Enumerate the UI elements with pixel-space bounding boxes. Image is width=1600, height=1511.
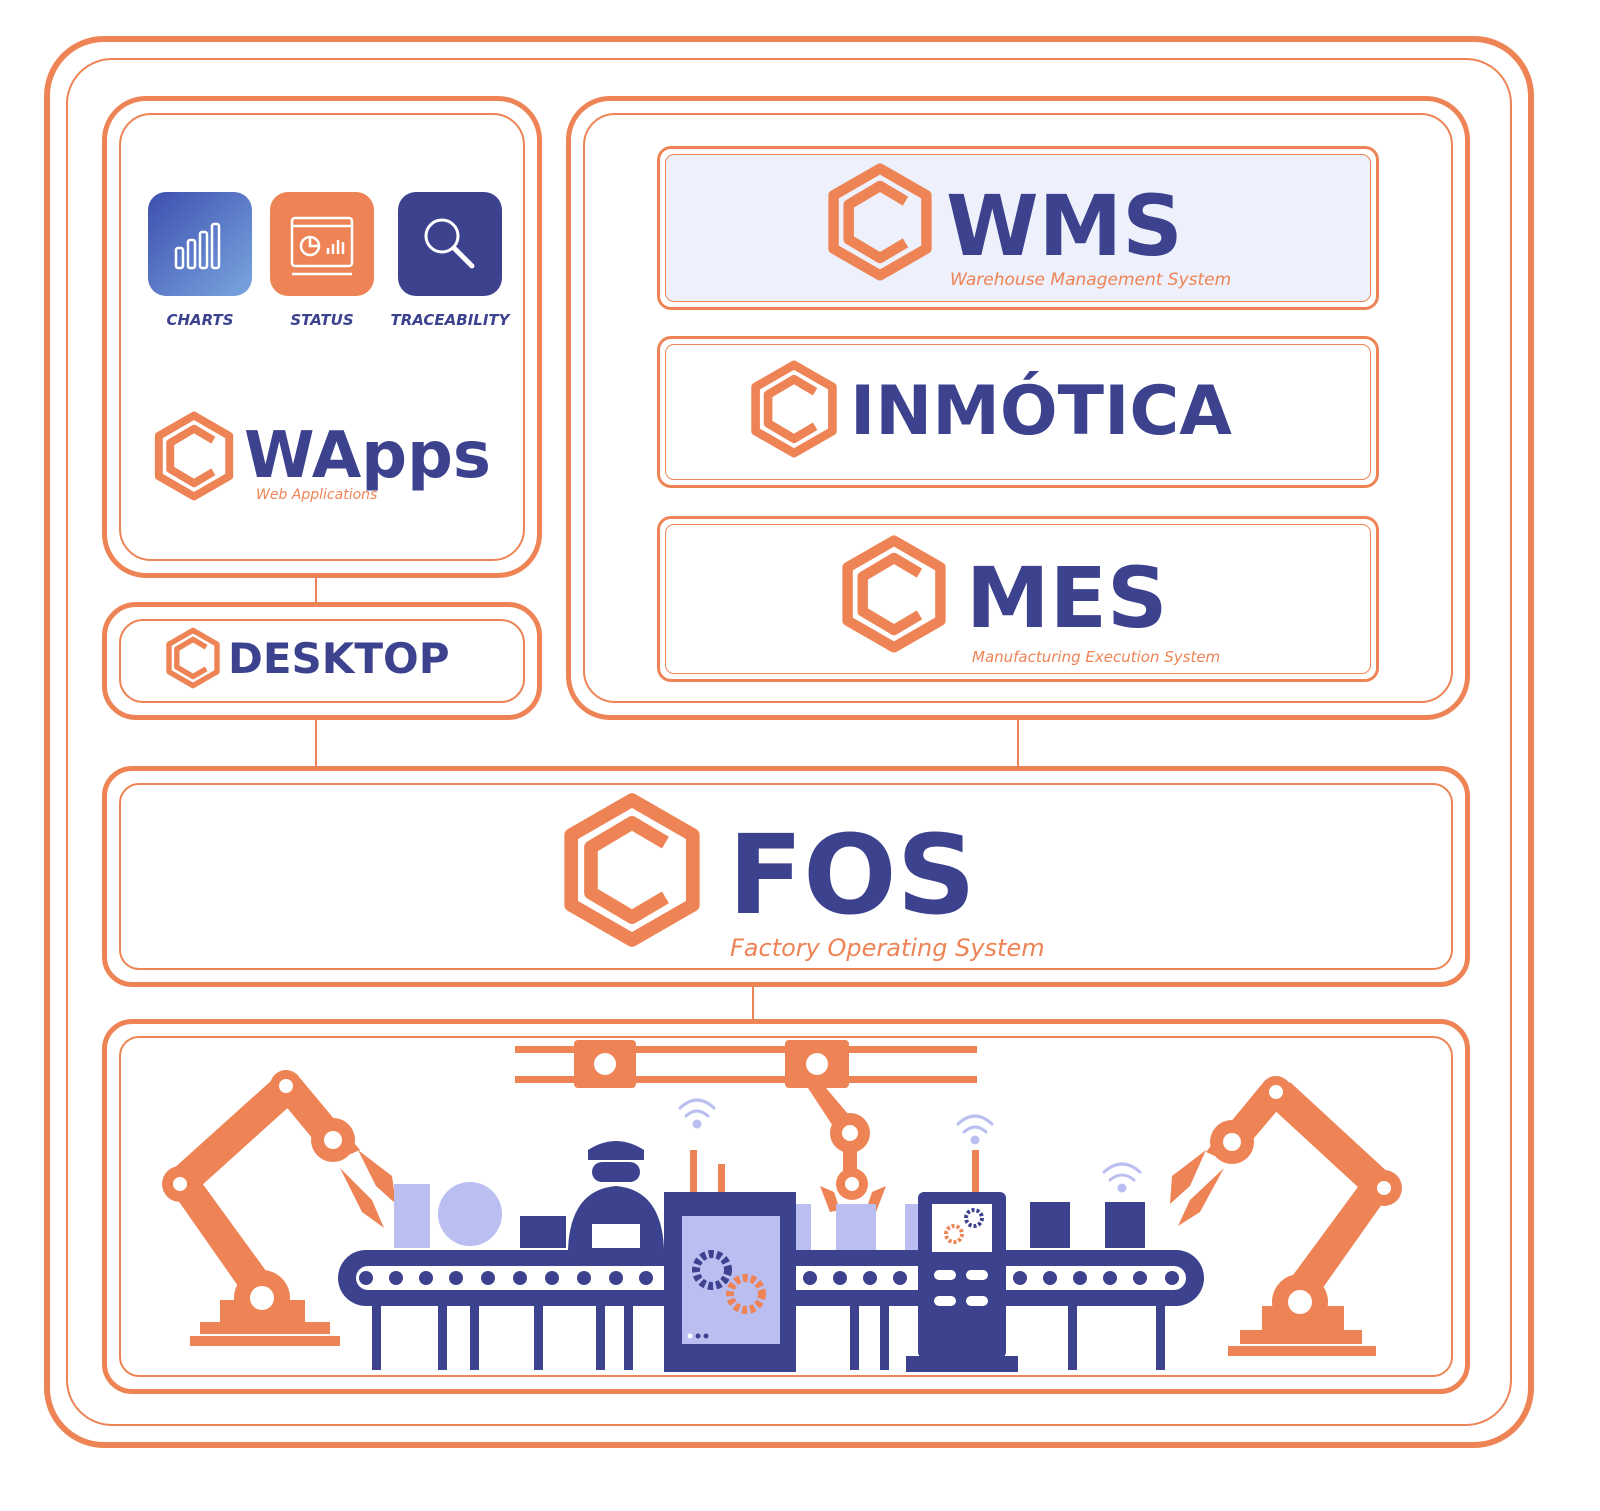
- wapps-logo-icon: [150, 410, 238, 502]
- fos-title: FOS: [728, 811, 976, 939]
- bar-chart-icon: [174, 222, 221, 270]
- inmotica-panel[interactable]: [657, 336, 1379, 488]
- wms-logo-icon: [822, 160, 938, 284]
- wifi-signal-icons: [678, 1098, 1142, 1193]
- wapps-subtitle: Web Applications: [256, 487, 378, 503]
- desktop-logo-icon: [163, 627, 223, 689]
- inmotica-logo-icon: [746, 356, 842, 462]
- mes-title: MES: [966, 549, 1168, 647]
- wms-title: WMS: [946, 177, 1183, 275]
- charts-label: CHARTS: [166, 311, 234, 329]
- left-robot-arm: [162, 1070, 396, 1346]
- fos-box[interactable]: [102, 766, 1470, 987]
- factory-box: [102, 1019, 1470, 1394]
- status-app-tile[interactable]: [270, 192, 374, 296]
- wapps-box: [102, 96, 542, 578]
- desktop-box[interactable]: [102, 602, 542, 720]
- dashboard-window-icon: [290, 216, 354, 276]
- outer-frame: [44, 36, 1534, 1448]
- systems-box: [566, 96, 1470, 720]
- right-robot-arm: [1170, 1076, 1402, 1356]
- connector-wapps-desktop: [315, 578, 317, 602]
- overhead-rail: [515, 1040, 977, 1088]
- mes-subtitle: Manufacturing Execution System: [972, 648, 1221, 666]
- connector-desktop-fos: [315, 720, 317, 766]
- processing-machine: [664, 1150, 796, 1372]
- charts-app-tile[interactable]: [148, 192, 252, 296]
- status-label: STATUS: [290, 311, 354, 329]
- wms-subtitle: Warehouse Management System: [950, 270, 1232, 290]
- traceability-app-tile[interactable]: [398, 192, 502, 296]
- wms-panel[interactable]: [657, 146, 1379, 310]
- traceability-label: TRACEABILITY: [390, 311, 510, 329]
- products-on-belt: [394, 1182, 921, 1250]
- mes-panel[interactable]: [657, 516, 1379, 682]
- wapps-title: WApps: [244, 419, 491, 493]
- desktop-title: DESKTOP: [228, 634, 450, 683]
- connector-fos-factory: [752, 987, 754, 1019]
- control-panel-machine: [906, 1150, 1018, 1372]
- factory-assembly-line-illustration: [162, 1040, 1402, 1372]
- fos-subtitle: Factory Operating System: [730, 934, 1045, 962]
- overhead-gripper-arm: [808, 1088, 886, 1212]
- magnifier-icon: [424, 218, 475, 269]
- mes-logo-icon: [836, 530, 952, 658]
- connector-systems-fos: [1017, 720, 1019, 766]
- fos-logo-icon: [556, 786, 708, 954]
- inmotica-title: INMÓTICA: [850, 372, 1232, 451]
